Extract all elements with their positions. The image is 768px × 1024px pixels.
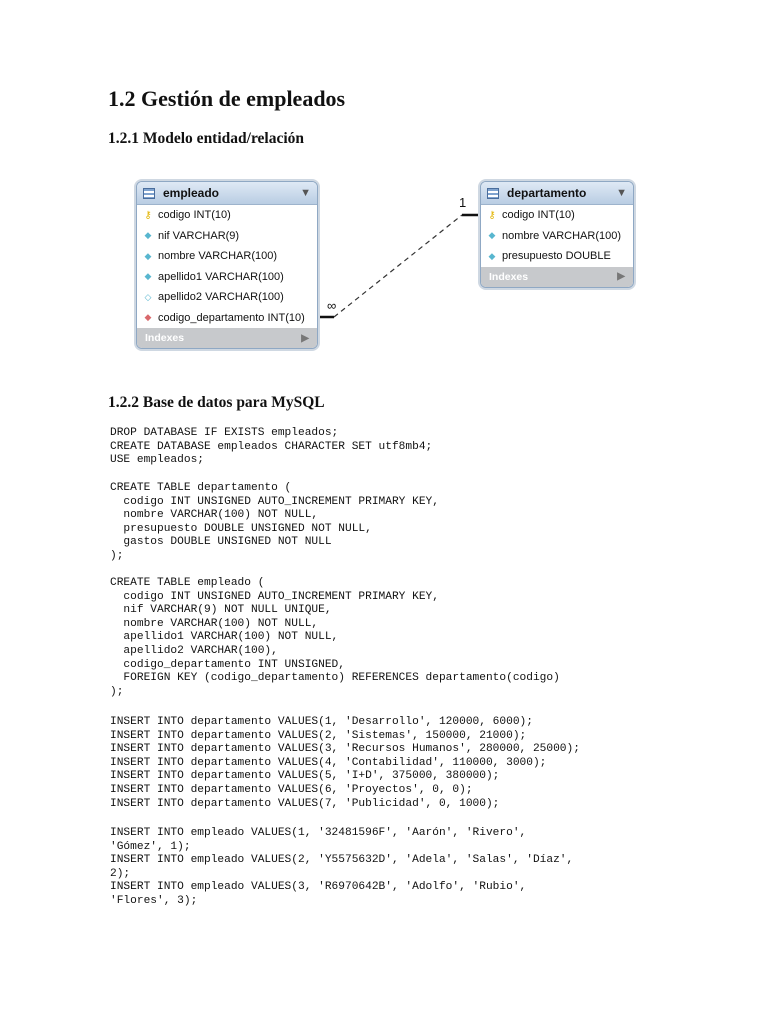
diamond-icon: ◆ (488, 230, 496, 241)
field-row: ◆ codigo_departamento INT(10) (137, 308, 317, 329)
field-row: ⚷ codigo INT(10) (481, 205, 633, 226)
relation-many-label: ∞ (327, 298, 336, 313)
code-block-create-departamento: CREATE TABLE departamento ( codigo INT U… (110, 482, 439, 562)
indexes-footer[interactable]: Indexes ▶ (481, 266, 633, 287)
chevron-down-icon[interactable]: ▼ (616, 187, 627, 199)
field-label: apellido2 VARCHAR(100) (158, 291, 284, 304)
table-icon (143, 187, 155, 199)
relation-line (333, 214, 463, 318)
key-icon: ⚷ (488, 209, 496, 221)
field-label: codigo INT(10) (502, 209, 575, 222)
relation-one-label: 1 (459, 195, 466, 210)
field-row: ⚷ codigo INT(10) (137, 205, 317, 226)
diamond-icon: ◆ (488, 250, 496, 261)
empleado-table[interactable]: empleado ▼ ⚷ codigo INT(10) ◆ nif VARCHA… (136, 181, 318, 349)
triangle-right-icon[interactable]: ▶ (301, 332, 309, 344)
foreign-key-diamond-icon: ◆ (144, 312, 152, 323)
field-label: codigo INT(10) (158, 209, 231, 222)
field-row: ◆ apellido1 VARCHAR(100) (137, 267, 317, 288)
empleado-table-header[interactable]: empleado ▼ (137, 182, 317, 205)
field-label: apellido1 VARCHAR(100) (158, 270, 284, 283)
field-label: nombre VARCHAR(100) (502, 229, 622, 242)
relationship-connector: ∞ 1 (318, 195, 479, 319)
departamento-table-title: departamento (507, 186, 587, 200)
field-row: ◆ nombre VARCHAR(100) (481, 226, 633, 247)
field-row: ◇ apellido2 VARCHAR(100) (137, 287, 317, 308)
chevron-down-icon[interactable]: ▼ (300, 187, 311, 199)
departamento-table-header[interactable]: departamento ▼ (481, 182, 633, 205)
code-block-create-database: DROP DATABASE IF EXISTS empleados; CREAT… (110, 427, 433, 467)
mysql-heading: 1.2.2 Base de datos para MySQL (108, 394, 325, 411)
field-row: ◆ nombre VARCHAR(100) (137, 246, 317, 267)
er-model-heading: 1.2.1 Modelo entidad/relación (108, 130, 305, 147)
key-icon: ⚷ (144, 209, 152, 221)
code-block-create-empleado: CREATE TABLE empleado ( codigo INT UNSIG… (110, 577, 560, 698)
field-row: ◆ nif VARCHAR(9) (137, 226, 317, 247)
diamond-icon: ◆ (144, 230, 152, 241)
indexes-label: Indexes (145, 332, 185, 344)
section-heading: 1.2 Gestión de empleados (108, 86, 346, 111)
indexes-footer[interactable]: Indexes ▶ (137, 328, 317, 348)
departamento-table[interactable]: departamento ▼ ⚷ codigo INT(10) ◆ nombre… (480, 181, 634, 288)
diamond-icon: ◆ (144, 271, 152, 282)
diamond-icon: ◆ (144, 250, 152, 261)
diamond-outline-icon: ◇ (144, 291, 152, 302)
empleado-table-title: empleado (163, 186, 220, 200)
table-icon (487, 187, 499, 199)
code-block-insert-departamento: INSERT INTO departamento VALUES(1, 'Desa… (110, 716, 580, 810)
field-label: nombre VARCHAR(100) (158, 250, 278, 263)
field-label: nif VARCHAR(9) (158, 229, 240, 242)
field-label: presupuesto DOUBLE (502, 250, 611, 263)
indexes-label: Indexes (489, 270, 529, 283)
field-label: codigo_departamento INT(10) (158, 311, 305, 324)
field-row: ◆ presupuesto DOUBLE (481, 246, 633, 267)
code-block-insert-empleado: INSERT INTO empleado VALUES(1, '32481596… (110, 827, 574, 907)
triangle-right-icon[interactable]: ▶ (617, 271, 625, 282)
